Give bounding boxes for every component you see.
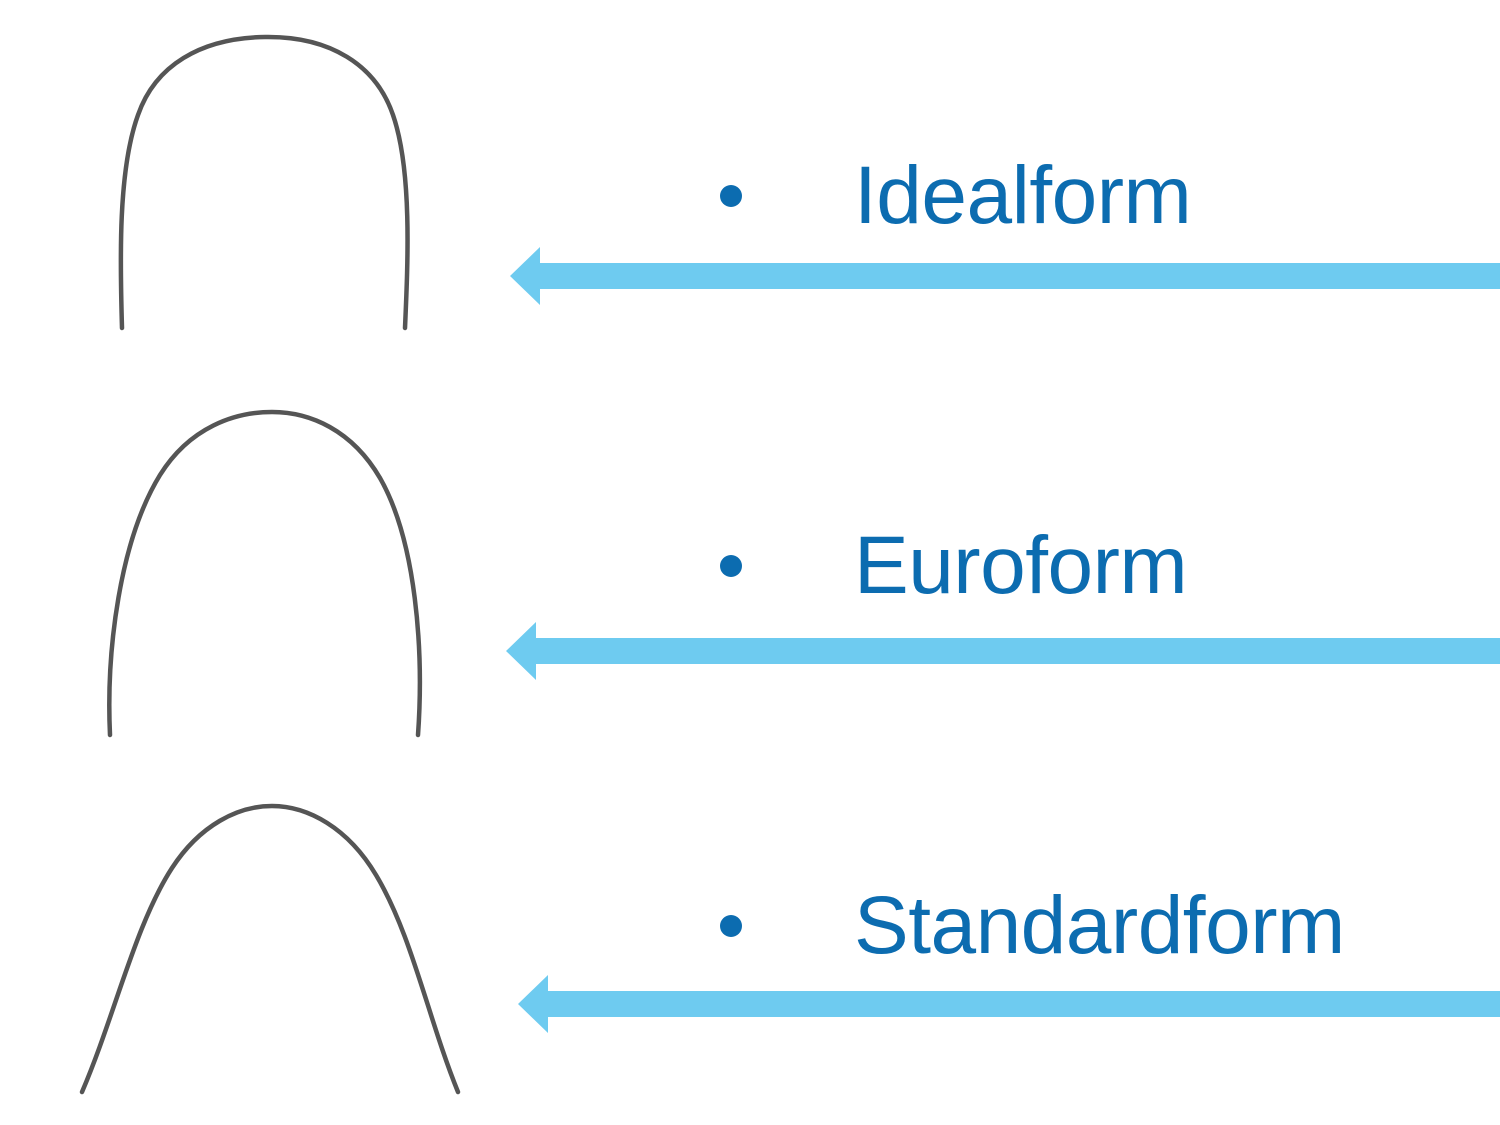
bullet-item-idealform: Idealform bbox=[720, 150, 1192, 241]
bullet-item-euroform: Euroform bbox=[720, 520, 1188, 611]
bullet-label-idealform: Idealform bbox=[854, 150, 1192, 241]
arrow-to-idealform bbox=[510, 247, 1500, 305]
arrow-to-standardform bbox=[518, 975, 1500, 1033]
arrow-to-euroform-svg bbox=[506, 622, 1500, 680]
bullet-dot-icon bbox=[720, 185, 742, 207]
archwire-idealform bbox=[60, 10, 480, 340]
bullet-item-standardform: Standardform bbox=[720, 885, 1345, 967]
archwire-idealform-svg bbox=[118, 34, 410, 331]
archwire-euroform-svg bbox=[107, 409, 423, 738]
bullet-label-euroform: Euroform bbox=[854, 520, 1188, 611]
left-arrow-icon bbox=[506, 622, 1500, 680]
archwire-standardform bbox=[60, 790, 480, 1105]
archwire-standardform-path bbox=[79, 803, 461, 1095]
archwire-idealform-path bbox=[118, 34, 410, 331]
left-arrow-icon bbox=[510, 247, 1500, 305]
arrow-to-euroform bbox=[506, 622, 1500, 680]
bullet-label-standardform: Standardform bbox=[854, 880, 1345, 971]
arrow-to-idealform-svg bbox=[510, 247, 1500, 305]
archwire-standardform-svg bbox=[79, 803, 461, 1095]
bullet-dot-icon bbox=[720, 555, 742, 577]
bullet-dot-icon bbox=[720, 915, 742, 937]
left-arrow-icon bbox=[518, 975, 1500, 1033]
arrow-to-standardform-svg bbox=[518, 975, 1500, 1033]
archwire-euroform-path bbox=[107, 409, 423, 738]
archwire-euroform bbox=[60, 400, 480, 745]
